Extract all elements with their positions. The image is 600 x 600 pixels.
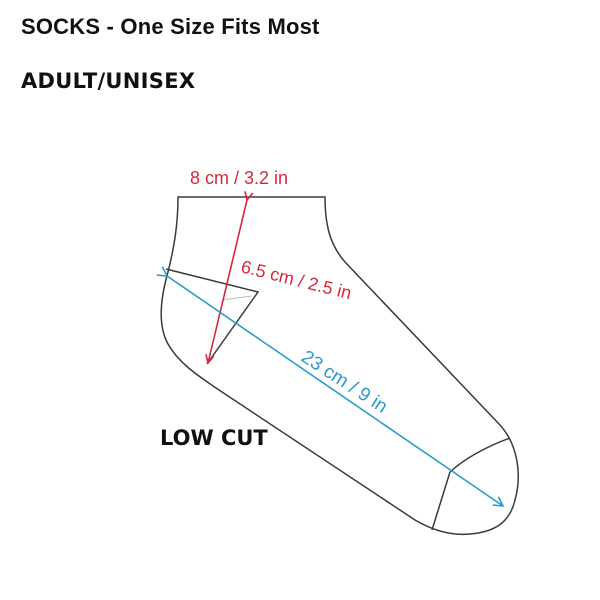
page-title: SOCKS - One Size Fits Most (21, 14, 320, 39)
style-label: LOW CUT (160, 426, 268, 450)
foot-length-arrow (156, 266, 505, 507)
page-subtitle: ADULT/UNISEX (21, 69, 196, 93)
opening-width-label: 8 cm / 3.2 in (190, 168, 288, 188)
